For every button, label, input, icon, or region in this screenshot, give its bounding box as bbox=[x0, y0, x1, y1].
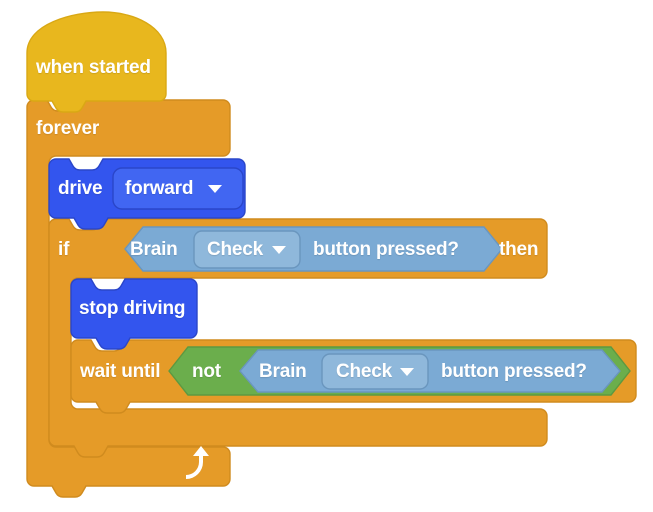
forever-label: forever bbox=[36, 118, 100, 139]
wait-until-label: wait until bbox=[80, 361, 161, 382]
brain-label-2: Brain bbox=[259, 361, 307, 382]
brain-button-dropdown-2 bbox=[321, 353, 429, 390]
then-label: then bbox=[499, 239, 539, 260]
drive-direction-value[interactable]: forward bbox=[125, 178, 194, 199]
when-started-label: when started bbox=[36, 57, 151, 78]
chevron-down-icon[interactable] bbox=[400, 368, 414, 376]
stop-driving-label: stop driving bbox=[79, 298, 186, 319]
brain-label-1: Brain bbox=[130, 239, 178, 260]
drive-label: drive bbox=[58, 178, 103, 199]
brain-check-button-pressed-hex[interactable] bbox=[124, 226, 503, 272]
brain-button-dropdown bbox=[193, 230, 301, 269]
button-pressed-label-2: button pressed? bbox=[441, 361, 587, 382]
brain-button-value-2[interactable]: Check bbox=[336, 361, 393, 382]
drive-forward-block[interactable] bbox=[48, 158, 246, 230]
stop-driving-block[interactable] bbox=[70, 278, 198, 350]
button-pressed-label-1: button pressed? bbox=[313, 239, 459, 260]
brain-check-button-pressed-hex-2[interactable] bbox=[239, 349, 621, 393]
if-label: if bbox=[58, 239, 70, 260]
when-started-block[interactable] bbox=[26, 11, 167, 113]
not-label: not bbox=[192, 361, 221, 382]
loop-arrow-icon bbox=[186, 446, 209, 479]
chevron-down-icon[interactable] bbox=[208, 185, 222, 193]
drive-direction-dropdown bbox=[112, 167, 244, 210]
brain-button-value-1[interactable]: Check bbox=[207, 239, 264, 260]
chevron-down-icon[interactable] bbox=[272, 246, 286, 254]
